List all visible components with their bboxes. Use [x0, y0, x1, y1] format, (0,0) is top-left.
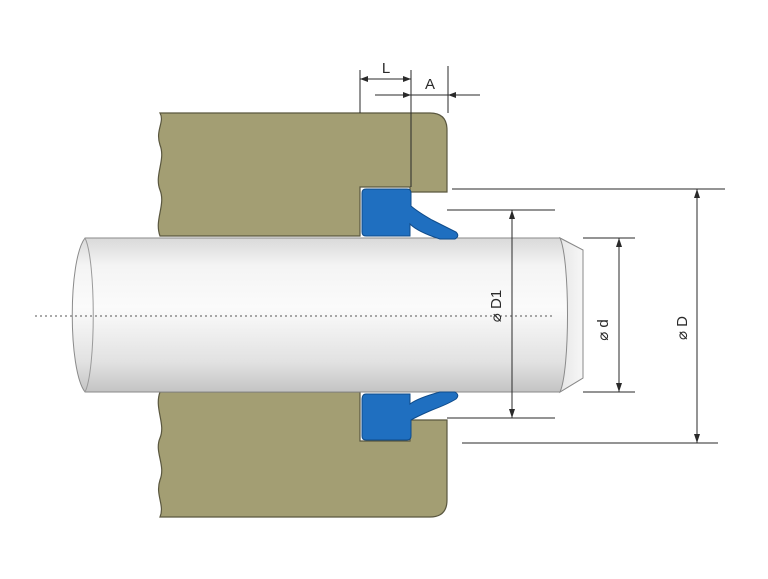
arrow-d1-bottom — [509, 409, 515, 418]
arrow-d1-top — [509, 210, 515, 219]
piston-rod — [71, 237, 584, 393]
arrow-a-right — [448, 92, 456, 98]
arrow-d-bottom — [694, 434, 700, 443]
label-a: A — [425, 76, 435, 93]
arrow-d-top — [694, 189, 700, 198]
rod-break-line — [84, 237, 94, 393]
seal-upper — [361, 188, 459, 240]
seal-lower — [361, 391, 459, 441]
label-l: L — [382, 60, 390, 77]
arrow-l-right — [403, 76, 411, 82]
arrow-rod-top — [616, 238, 622, 247]
arrow-a-left — [403, 92, 411, 98]
label-d: ⌀ D — [674, 316, 691, 340]
housing-lower — [157, 391, 448, 518]
rod-chamfer — [558, 236, 584, 394]
label-rod-diameter: ⌀ d — [595, 319, 612, 341]
arrow-rod-bottom — [616, 383, 622, 392]
label-d1: ⌀ D1 — [488, 290, 505, 322]
arrow-l-left — [360, 76, 368, 82]
housing-upper — [157, 112, 448, 237]
